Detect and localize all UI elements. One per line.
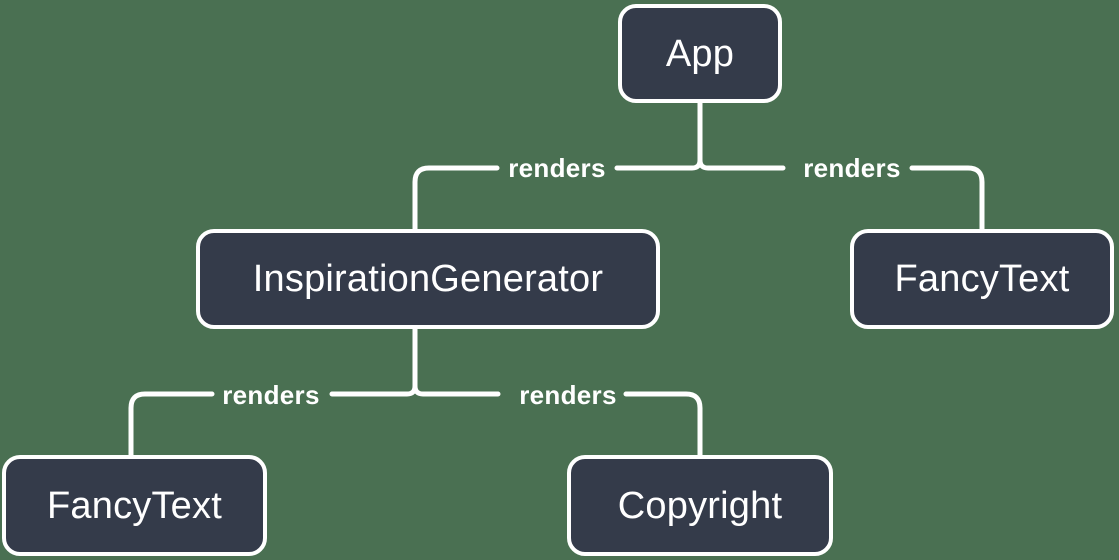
node-fancytext-right-label: FancyText (894, 258, 1070, 300)
node-inspiration-generator[interactable]: InspirationGenerator (196, 229, 660, 329)
node-inspiration-generator-label: InspirationGenerator (252, 258, 604, 300)
edge-app-tee-right (697, 157, 786, 171)
edge-app-fancytext (909, 165, 985, 232)
edge-inspiration-copyright (623, 391, 703, 458)
node-fancytext-bottom[interactable]: FancyText (2, 455, 267, 556)
edge-inspiration-fancytext (128, 391, 215, 458)
edge-label-inspiration-fancytext: renders (222, 380, 320, 410)
node-copyright[interactable]: Copyright (567, 455, 833, 556)
edge-label-app-inspiration: renders (508, 153, 606, 183)
node-fancytext-bottom-label: FancyText (47, 484, 222, 527)
edge-app-tee-left (614, 157, 703, 171)
edge-app-inspiration (412, 165, 500, 232)
node-app-label: App (665, 32, 735, 75)
edge-label-app-fancytext: renders (803, 153, 901, 183)
edge-inspiration-tee-right (412, 383, 501, 397)
node-app[interactable]: App (618, 4, 782, 103)
node-copyright-label: Copyright (617, 484, 783, 527)
edge-label-inspiration-copyright: renders (519, 380, 617, 410)
edge-inspiration-tee-left (329, 383, 418, 397)
node-fancytext-right[interactable]: FancyText (850, 229, 1114, 329)
